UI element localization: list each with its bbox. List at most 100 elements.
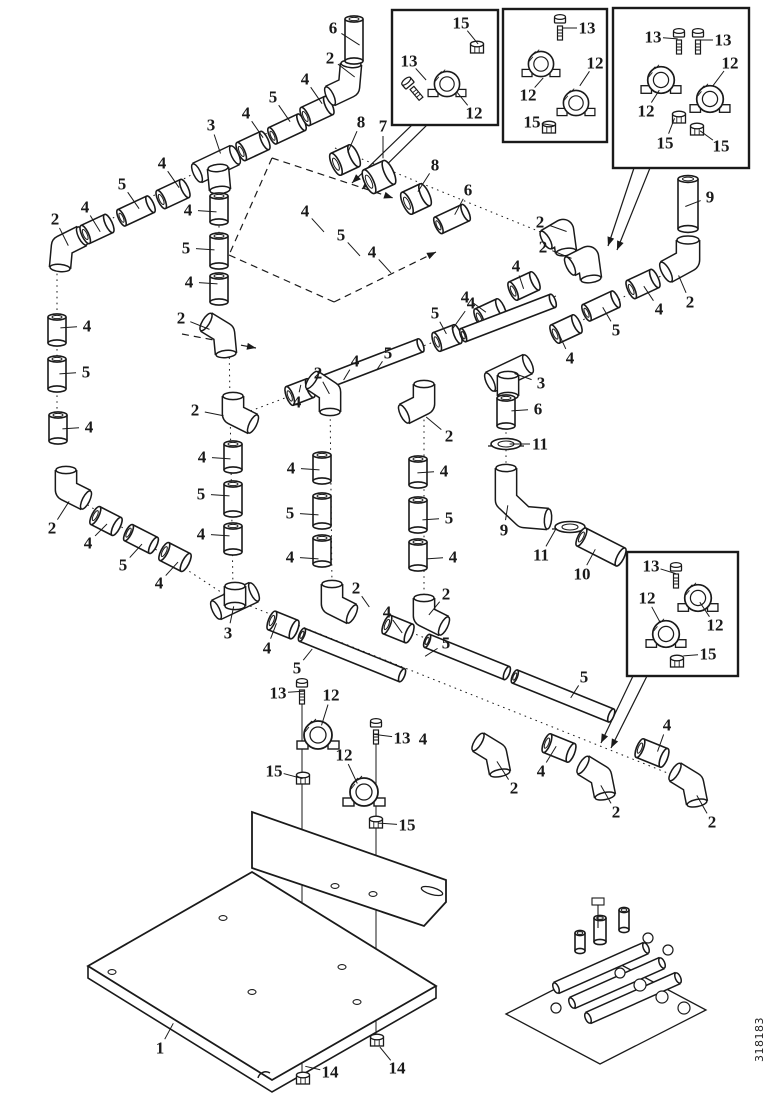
cylinder-body [460,294,556,342]
callout-leader [210,494,230,497]
screw-threads [412,89,421,98]
pipe-end-cap [580,274,602,284]
cylinder-bore [160,546,168,558]
callout-leader [299,513,319,516]
callout-leader [685,200,701,207]
plate-hole [337,964,347,970]
cylinder-sides [618,910,630,930]
screw-head-top [669,562,683,569]
cylinder-body [582,291,620,321]
pipe-end-cap [495,463,517,473]
cylinder-fitting [79,213,115,245]
alignment-dash-line [271,157,394,199]
cylinder-sides [312,496,332,526]
pipe-end-cap [521,354,535,374]
cylinder-bore [424,636,430,646]
callout-leader [283,773,303,780]
nut-facets [694,128,700,135]
cylinder-sides [47,317,67,343]
clamp-hatch [304,718,317,733]
callout-leader [417,471,435,474]
cylinder-end [677,224,699,234]
clamp-hatch [563,88,575,101]
cylinder-fitting [297,627,407,683]
callout-label: 11 [533,546,549,565]
callout-leader [417,173,431,192]
callout-leader [337,63,356,78]
cylinder-bore [316,493,328,499]
tube-body [223,396,258,433]
cylinder-end [496,422,516,430]
alignment-dash-line [228,254,335,303]
cylinder-end [565,742,577,764]
hex-nut [689,122,705,136]
cylinder-body [409,542,427,568]
cylinder-sides [320,338,424,390]
cylinder-end [648,268,661,289]
thumb-fitting [677,1001,691,1015]
cylinder-end [403,623,415,644]
cylinder-sides [550,314,582,344]
cylinder-bore [636,742,644,754]
callout-leader [322,381,330,395]
callout-leader [305,1065,321,1071]
cylinder-sides [677,179,699,229]
cylinder-end [179,552,192,573]
callout-label: 13 [579,19,596,38]
pipe-end-cap [551,982,561,994]
cylinder-bore [213,233,225,239]
cylinder-body [497,398,515,426]
callout-label: 2 [686,293,695,312]
hose-clamp [677,582,719,613]
cylinder-bore [627,283,635,296]
pipe-fitting-parts [47,14,731,1085]
cylinder-bore [91,510,99,522]
cylinder-sides [424,633,510,681]
pipe-end-cap [641,942,651,954]
cylinder-sides [626,268,660,300]
cylinder-end [312,522,332,530]
cylinder-end [312,492,332,500]
callout-leader [496,761,510,780]
callout-leader [545,528,557,547]
cylinder-end [408,564,428,572]
cylinder-sides [300,95,334,127]
clamp-bore [657,625,675,643]
callout-label: 2 [442,585,451,604]
cylinder-end [593,938,607,946]
callout-label: 15 [266,762,283,781]
cap-screw [691,28,705,55]
cylinder-sides [47,359,67,389]
pipe-end-cap [539,230,553,250]
cylinder-bore [213,193,225,199]
cylinder-bore [51,314,63,320]
cylinder-body [299,628,405,682]
callout-leader [302,648,313,661]
screw-head-top [691,28,705,35]
callout-leader [558,333,567,350]
callout-label: 4 [286,548,295,567]
cylinder-fitting [432,203,472,235]
cylinder-fitting [618,906,630,934]
callout-leader [415,68,427,81]
nut-top [369,1033,385,1041]
cylinder-bore [412,539,424,545]
cylinder-sides [223,444,243,470]
callout-label: 4 [263,639,272,658]
cylinder-fitting [47,313,67,347]
callout-label: 2 [326,49,335,68]
callout-label: 3 [537,374,546,393]
cylinder-fitting [510,669,616,723]
pipe-end-cap [483,372,497,392]
cylinder-fitting [496,394,516,430]
assembled-view-thumbnail [504,897,708,1065]
callout-leader [514,373,532,381]
cylinder-end [209,192,229,200]
callout-leader [347,763,358,784]
cylinder-bore [412,497,424,503]
cylinder-bore [576,931,584,935]
cylinder-bore [512,672,518,681]
screw-head-top [401,76,412,86]
callout-leader [299,557,319,560]
